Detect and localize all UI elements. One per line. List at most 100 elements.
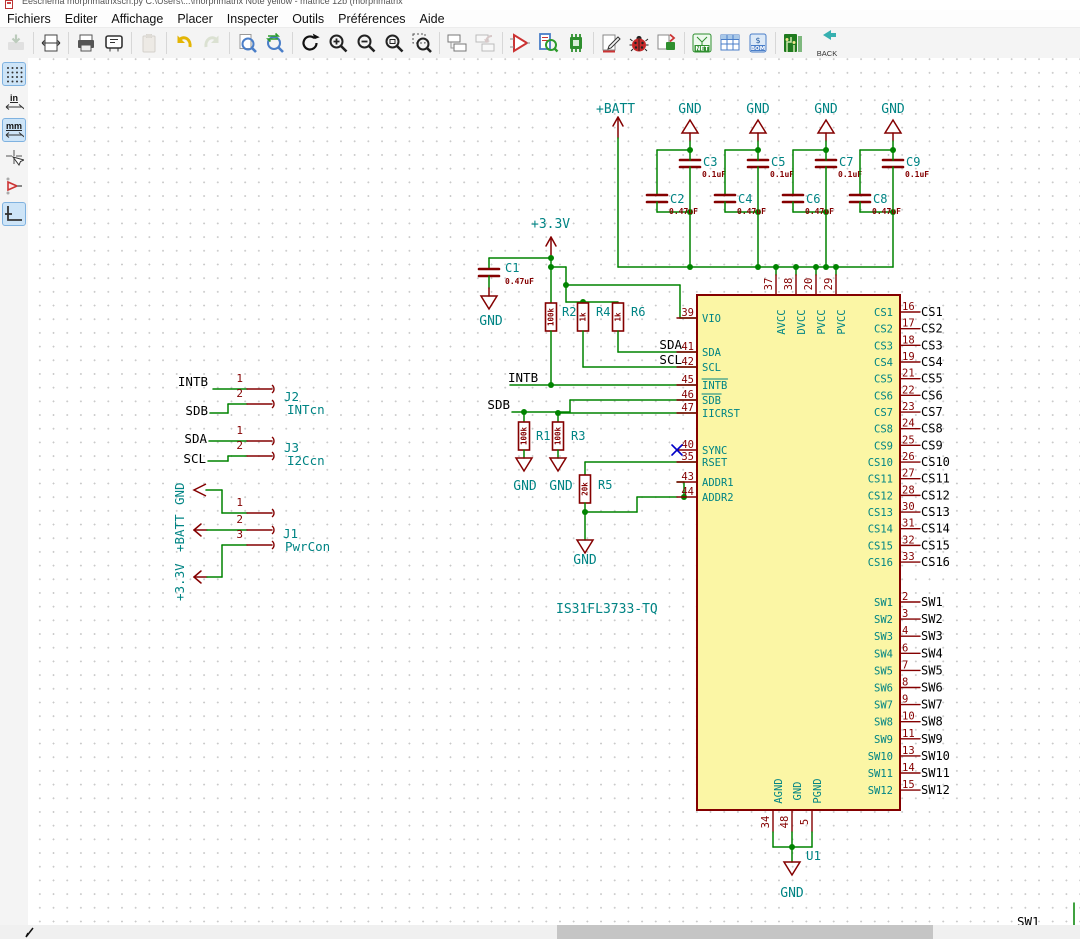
hidden-pins-button[interactable] (2, 174, 26, 198)
back-annotate-sheet-button[interactable] (653, 29, 681, 57)
cursor-shape-button[interactable] (2, 146, 26, 170)
svg-text:SW8: SW8 (874, 717, 893, 729)
svg-text:+3.3V: +3.3V (531, 217, 570, 232)
svg-text:27: 27 (902, 468, 915, 480)
svg-text:CS12: CS12 (921, 488, 950, 502)
refresh-button[interactable] (296, 29, 324, 57)
symbol-fields-table-button[interactable] (716, 29, 744, 57)
hierarchy-navigator-button[interactable] (443, 29, 471, 57)
corner-net-sw1[interactable]: SW1 (1017, 902, 1075, 925)
grid-toggle-button[interactable] (2, 62, 26, 86)
toolbar-separator (775, 32, 776, 54)
open-pcbnew-button[interactable] (779, 29, 807, 57)
svg-text:CS2: CS2 (874, 324, 893, 336)
redo-button[interactable] (198, 29, 226, 57)
save-button[interactable] (2, 29, 30, 57)
edit-symbol-fields-button[interactable] (597, 29, 625, 57)
find-button[interactable] (233, 29, 261, 57)
left-toolbar: in mm (0, 58, 28, 925)
svg-text:R2: R2 (562, 305, 576, 319)
bom-button[interactable]: $BOM (744, 29, 772, 57)
menu-item-editer[interactable]: Editer (64, 11, 98, 26)
mouse-cursor (25, 927, 34, 938)
svg-text:INTB: INTB (178, 374, 208, 389)
title-bar: Eeschema morphmatrixsch.py C:\Users\...\… (0, 0, 1080, 10)
svg-text:SW7: SW7 (874, 700, 893, 712)
scrollbar-thumb[interactable] (557, 925, 933, 939)
svg-text:CS10: CS10 (921, 455, 950, 469)
svg-text:RSET: RSET (702, 457, 728, 469)
plot-button[interactable] (100, 29, 128, 57)
svg-text:0.47uF: 0.47uF (505, 277, 534, 286)
svg-text:15: 15 (902, 779, 915, 791)
svg-text:GND: GND (549, 479, 573, 494)
hv-wires-button[interactable] (2, 202, 26, 226)
svg-text:48: 48 (779, 816, 791, 829)
svg-text:SW5: SW5 (921, 663, 943, 677)
paste-button[interactable] (135, 29, 163, 57)
units-mm-button[interactable]: mm (2, 118, 26, 142)
assign-footprints-button[interactable] (562, 29, 590, 57)
svg-text:SW1: SW1 (874, 597, 893, 609)
netlist-button[interactable]: NET (688, 29, 716, 57)
zoom-in-button[interactable] (324, 29, 352, 57)
menu-item-outils[interactable]: Outils (292, 11, 325, 26)
svg-text:PVCC: PVCC (836, 309, 848, 334)
print-icon (78, 34, 94, 52)
svg-text:SW12: SW12 (868, 785, 893, 797)
leave-sheet-button[interactable] (471, 29, 499, 57)
horizontal-scrollbar[interactable] (0, 925, 1080, 939)
svg-text:CS8: CS8 (921, 422, 943, 436)
zoom-out-button[interactable] (352, 29, 380, 57)
undo-button[interactable] (170, 29, 198, 57)
svg-text:in: in (10, 93, 18, 103)
svg-text:2: 2 (236, 439, 243, 452)
leave-sheet-icon (475, 34, 495, 52)
svg-text:20: 20 (803, 278, 815, 291)
menu-item-affichage[interactable]: Affichage (111, 11, 164, 26)
erc-button[interactable] (534, 29, 562, 57)
menu-item-preferences[interactable]: Préférences (338, 11, 406, 26)
svg-text:CS15: CS15 (868, 540, 893, 552)
sheet-settings-button[interactable] (37, 29, 65, 57)
menu-item-fichiers[interactable]: Fichiers (7, 11, 51, 26)
find-replace-button[interactable] (261, 29, 289, 57)
zoom-fit-button[interactable] (380, 29, 408, 57)
svg-text:34: 34 (760, 816, 772, 829)
zoom-selection-button[interactable] (408, 29, 436, 57)
power-rail-batt[interactable]: +BATT (596, 102, 894, 268)
svg-text:SW9: SW9 (874, 734, 893, 746)
units-inches-button[interactable]: in (2, 90, 26, 114)
back-import-button[interactable]: BACK (807, 29, 847, 57)
svg-text:CS12: CS12 (868, 490, 893, 502)
menu-item-aide[interactable]: Aide (419, 11, 445, 26)
svg-text:6: 6 (902, 642, 908, 654)
annotate-button[interactable] (506, 29, 534, 57)
svg-text:SW8: SW8 (921, 715, 943, 729)
cursor-shape-icon (6, 150, 24, 166)
svg-text:CS16: CS16 (921, 555, 950, 569)
print-button[interactable] (72, 29, 100, 57)
menu-item-inspecter[interactable]: Inspecter (226, 11, 279, 26)
erc-bug-button[interactable] (625, 29, 653, 57)
svg-text:SW2: SW2 (921, 612, 943, 626)
menu-item-placer[interactable]: Placer (177, 11, 213, 26)
hierarchy-navigator-icon (447, 34, 467, 52)
